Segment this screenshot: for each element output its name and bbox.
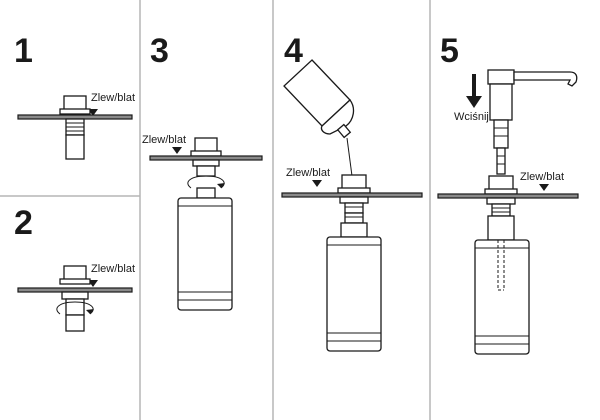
step-2-rotate-icon <box>56 301 94 315</box>
step-3-panel: 3 Zlew/blat <box>142 32 263 311</box>
step-5-label: Zlew/blat <box>520 171 564 183</box>
step-3-bottle <box>177 197 233 311</box>
step-2-panel: 2 Zlew/blat <box>14 204 135 332</box>
step-5-arrow-icon <box>539 184 549 191</box>
step-5-pump-head <box>487 69 578 175</box>
step-4-arrow-icon <box>312 180 322 187</box>
step-5-number: 5 <box>440 32 459 70</box>
step-1-label: Zlew/blat <box>91 92 135 104</box>
step-2-label: Zlew/blat <box>91 263 135 275</box>
step-3-label: Zlew/blat <box>142 134 186 146</box>
step-5-press-label: Wciśnij <box>454 111 489 123</box>
step-5-panel: 5 Wciśnij Zlew/blat <box>437 32 579 355</box>
step-1-panel: 1 Zlew/blat <box>14 32 135 160</box>
step-3-number: 3 <box>150 32 169 70</box>
step-5-press-arrow-icon <box>466 74 482 108</box>
step-3-arrow-icon <box>172 147 182 154</box>
step-4-number: 4 <box>284 32 303 70</box>
step-4-panel: 4 Zlew/blat <box>281 32 423 352</box>
panel-dividers <box>0 0 431 420</box>
step-3-rotate-icon <box>187 175 225 189</box>
step-4-refill-bottle <box>283 59 355 177</box>
step-4-label: Zlew/blat <box>286 167 330 179</box>
step-5-bottle <box>474 239 530 355</box>
step-4-bottle <box>326 236 382 352</box>
step-2-number: 2 <box>14 204 33 242</box>
step-1-number: 1 <box>14 32 33 70</box>
